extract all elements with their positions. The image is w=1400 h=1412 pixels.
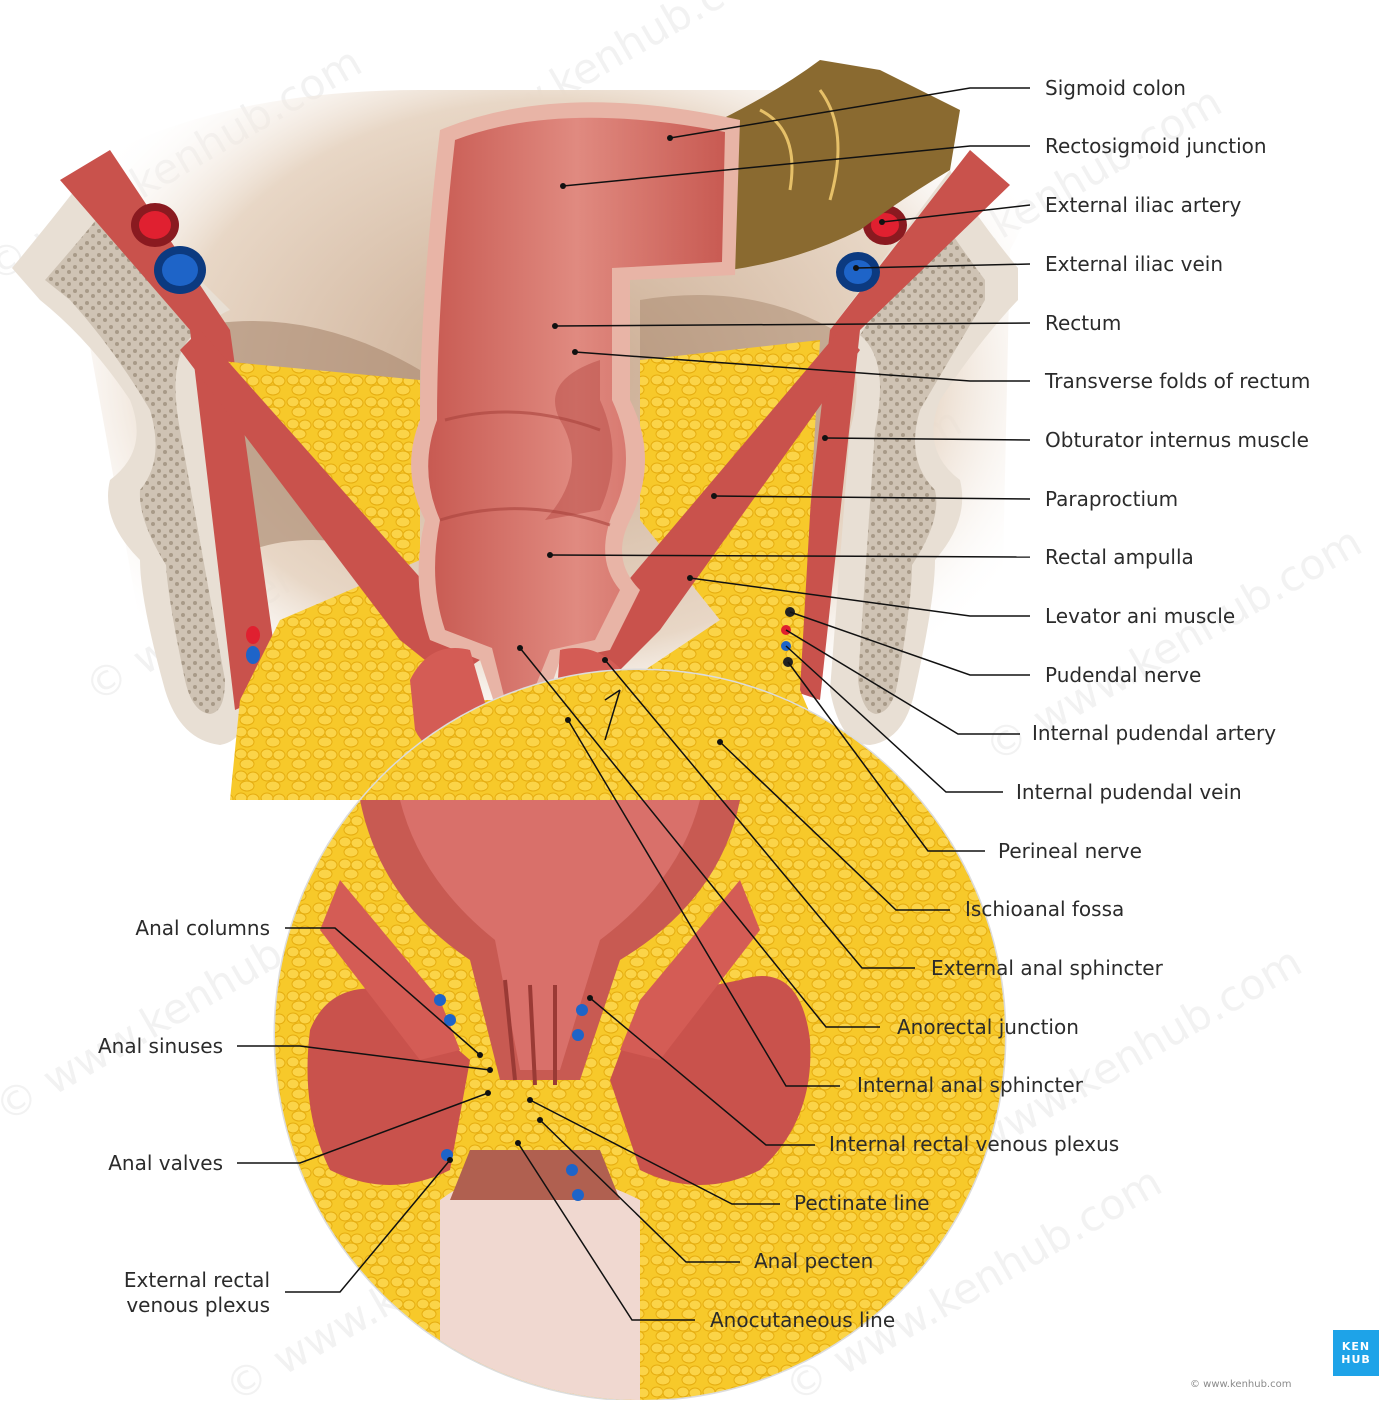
label-anal-valves: Anal valves [108,1151,223,1175]
label-anal-sinuses: Anal sinuses [98,1034,223,1058]
label-sigmoid-colon: Sigmoid colon [1045,76,1186,100]
label-internal-rectal-plexus: Internal rectal venous plexus [829,1132,1120,1156]
logo-line1: KEN [1341,1340,1371,1353]
obturator-muscle-left [60,150,280,710]
pelvic-bone-right [830,170,1018,745]
label-ischioanal-fossa: Ischioanal fossa [965,897,1125,921]
leader-dots [447,135,885,1163]
external-iliac-artery-left [131,203,179,247]
label-external-rectal-plexus-line1: External rectal [123,1268,270,1292]
label-rectal-ampulla: Rectal ampulla [1045,545,1194,569]
label-transverse-folds: Transverse folds of rectum [1045,369,1311,393]
external-iliac-vein-left [154,246,206,294]
magnified-anal-canal [273,668,1007,1400]
rectum-section [411,102,740,720]
label-internal-anal-sphincter: Internal anal sphincter [857,1073,1083,1097]
label-external-rectal-plexus-line2: venous plexus [126,1293,270,1317]
label-rectosigmoid-junction: Rectosigmoid junction [1045,134,1267,158]
label-paraproctium: Paraproctium [1045,487,1179,511]
kenhub-logo: KEN HUB [1333,1330,1379,1376]
label-anocutaneous-line: Anocutaneous line [710,1308,896,1332]
label-external-anal-sphincter: External anal sphincter [931,956,1163,980]
label-obturator-internus: Obturator internus muscle [1045,428,1309,452]
label-perineal-nerve: Perineal nerve [998,839,1142,863]
credit-text: © www.kenhub.com [1190,1379,1292,1390]
label-pectinate-line: Pectinate line [794,1191,930,1215]
leader-lines-right [517,87,1031,1321]
sigmoid-colon-exterior [720,60,960,270]
label-anorectal-junction: Anorectal junction [897,1015,1079,1039]
label-pudendal-nerve: Pudendal nerve [1045,663,1202,687]
label-external-iliac-vein: External iliac vein [1045,252,1223,276]
pudendal-vessels-left [246,626,260,664]
label-internal-pudendal-vein: Internal pudendal vein [1016,780,1242,804]
label-anal-columns: Anal columns [135,916,270,940]
label-external-iliac-artery: External iliac artery [1045,193,1242,217]
logo-line2: HUB [1341,1353,1371,1366]
levator-ani [180,330,860,680]
external-iliac-vein-right [836,252,880,292]
label-levator-ani: Levator ani muscle [1045,604,1236,628]
label-internal-pudendal-artery: Internal pudendal artery [1032,721,1277,745]
leader-lines-left [237,927,491,1293]
label-rectum: Rectum [1045,311,1122,335]
label-anal-pecten: Anal pecten [754,1249,874,1273]
